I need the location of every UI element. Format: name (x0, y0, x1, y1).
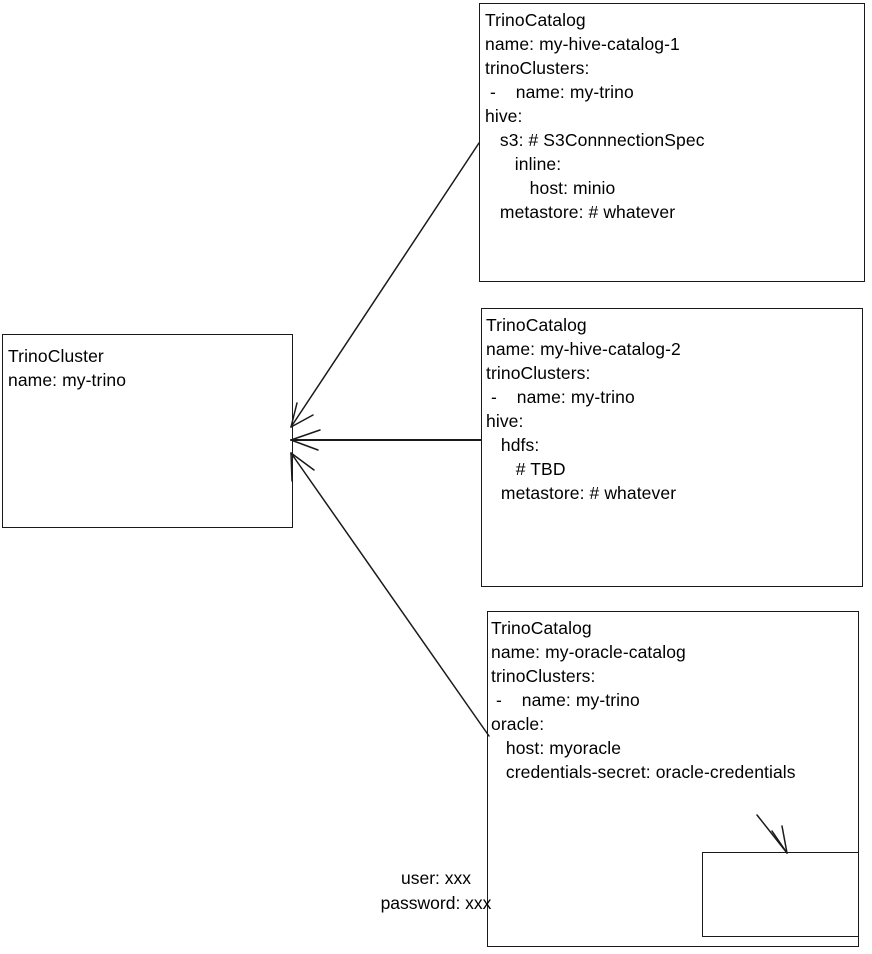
oracle-credentials-secret-box[interactable] (702, 852, 859, 937)
trino-catalog-hive-2-box[interactable] (481, 308, 863, 587)
trino-catalog-oracle-label: TrinoCatalog name: my-oracle-catalog tri… (491, 618, 796, 782)
trino-cluster-label: TrinoCluster name: my-trino (8, 346, 127, 390)
trino-catalog-hive-1-label: TrinoCatalog name: my-hive-catalog-1 tri… (485, 10, 705, 222)
arrow-catalog-oracle-to-cluster (290, 452, 490, 737)
oracle-credentials-secret-label: user: xxx password: xxx (380, 868, 492, 913)
arrow-catalog-hive-1-to-cluster (290, 142, 480, 428)
arrow-catalog-hive-2-to-cluster (290, 429, 482, 451)
trino-catalog-hive-2-label: TrinoCatalog name: my-hive-catalog-2 tri… (486, 315, 681, 503)
trino-catalog-hive-1-box[interactable] (479, 3, 865, 282)
trino-cluster-box[interactable] (2, 334, 293, 528)
